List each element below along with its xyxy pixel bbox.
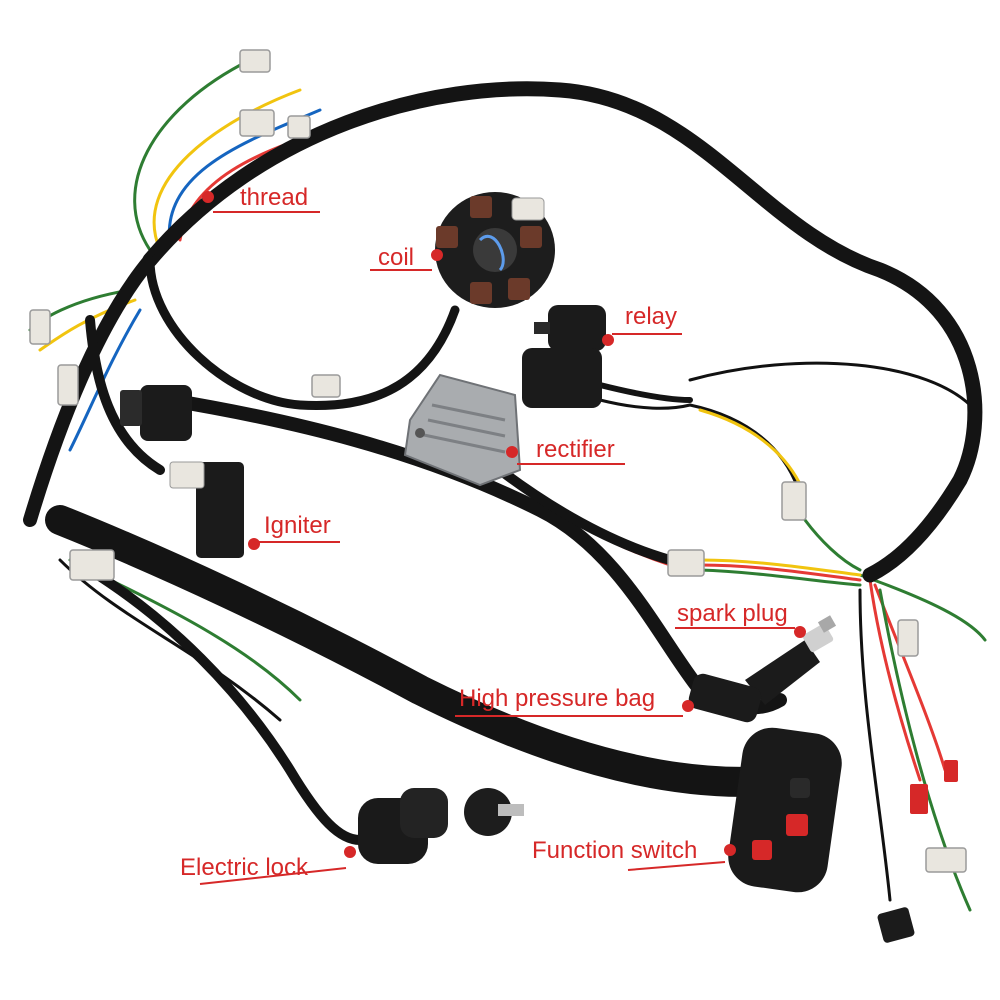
igniter-unit xyxy=(169,461,244,558)
label-high-pressure-bag: High pressure bag xyxy=(459,685,656,712)
label-rectifier: rectifier xyxy=(536,436,615,463)
label-function-switch: Function switch xyxy=(532,837,698,864)
label-coil: coil xyxy=(378,244,415,271)
white-connectors xyxy=(29,49,967,873)
stator-coil xyxy=(435,192,555,308)
label-thread: thread xyxy=(240,184,309,211)
label-igniter: Igniter xyxy=(264,512,331,539)
function-switch-unit xyxy=(728,727,842,893)
annotation-markers xyxy=(199,191,806,885)
ignition-coil-unit xyxy=(120,385,192,441)
label-relay: relay xyxy=(625,303,678,330)
electric-lock-unit xyxy=(358,788,524,864)
label-spark-plug: spark plug xyxy=(677,600,788,627)
rectifier-unit xyxy=(403,373,522,487)
bottom-right-black-connector xyxy=(877,907,915,943)
label-electric-lock: Electric lock xyxy=(180,854,309,881)
red-connectors xyxy=(910,760,958,814)
spark-plug-assembly xyxy=(688,615,837,723)
relay-unit xyxy=(522,305,606,408)
